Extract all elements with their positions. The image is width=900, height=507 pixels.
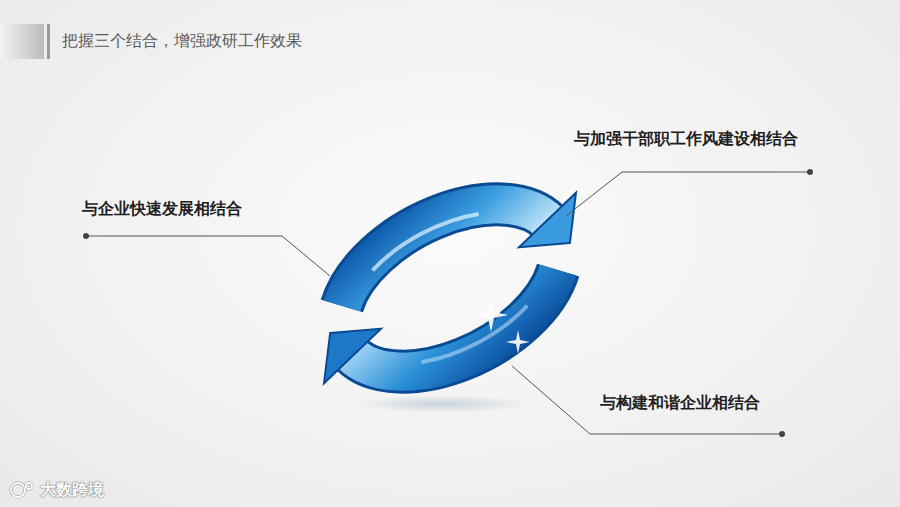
- point-label: 与企业快速发展相结合: [82, 199, 242, 220]
- header-bar: [47, 24, 50, 59]
- cycle-arrows: [279, 153, 620, 423]
- arrow-band: [325, 171, 548, 326]
- point-label: 与加强干部职工作风建设相结合: [574, 129, 798, 150]
- leader-dots: [83, 169, 813, 437]
- watermark-logo: [11, 483, 32, 497]
- watermark: 大数跨境: [40, 480, 104, 501]
- point-label: 与构建和谐企业相结合: [600, 393, 760, 414]
- header-block: [0, 24, 44, 59]
- shadow: [354, 395, 530, 413]
- highlight: [368, 206, 478, 271]
- arrow-band-edge: [325, 171, 548, 326]
- arrow-head: [304, 311, 391, 383]
- slide-title: 把握三个结合，增强政研工作效果: [62, 31, 302, 52]
- sparkles: [474, 298, 530, 354]
